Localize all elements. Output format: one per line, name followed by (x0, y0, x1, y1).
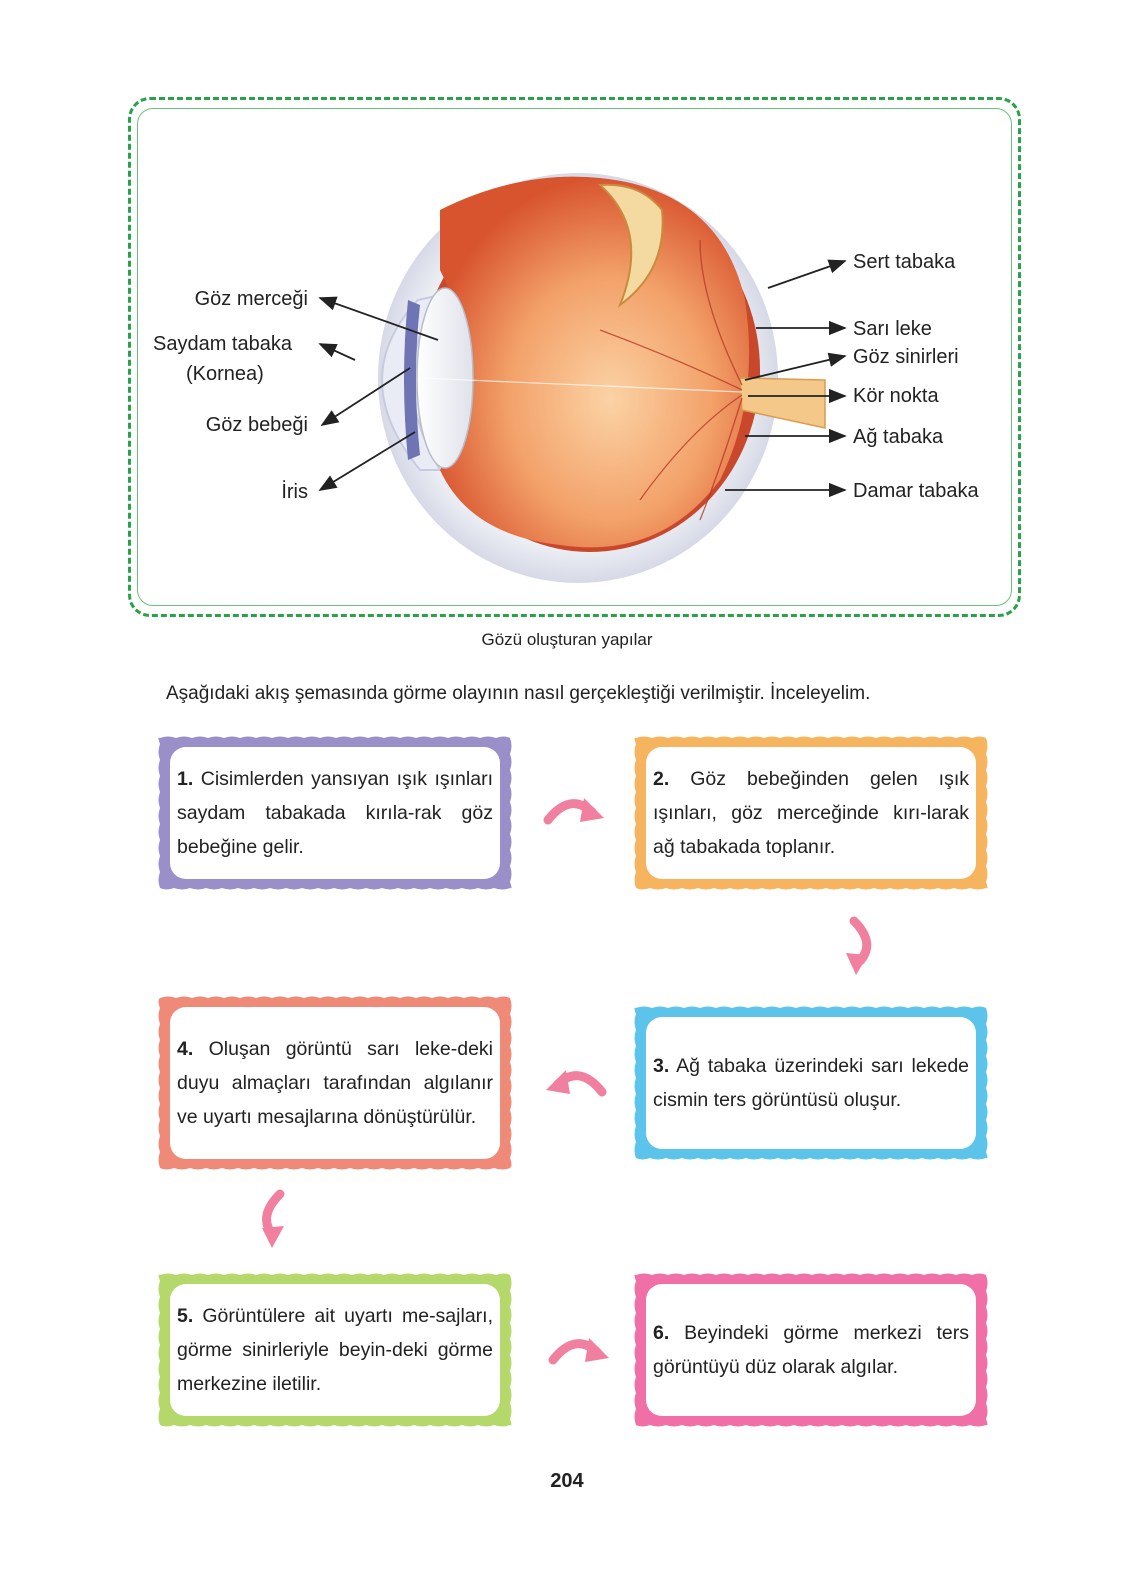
label-cornea-paren: (Kornea) (186, 363, 264, 385)
curved-arrow-down-icon (846, 916, 872, 975)
label-retina: Ağ tabaka (853, 426, 944, 448)
step-number: 4. (177, 1038, 194, 1060)
step-box-1: 1. Cisimlerden yansıyan ışık ışınları sa… (155, 733, 515, 893)
iris-shape (404, 300, 420, 460)
lens-shape (416, 287, 474, 469)
step-number: 3. (653, 1055, 670, 1077)
curved-arrow-left-icon (546, 1070, 607, 1097)
box-inner-panel (170, 1007, 500, 1159)
page-number: 204 (550, 1470, 584, 1492)
label-iris: İris (281, 481, 308, 503)
label-macula: Sarı leke (853, 318, 932, 340)
step-number: 2. (653, 768, 670, 790)
diagram-caption: Gözü oluşturan yapılar (481, 630, 653, 649)
diagram-frame-inner (137, 108, 1012, 606)
box-inner-panel (170, 747, 500, 879)
step-box-6: 6. Beyindeki görme merkezi ters görüntüy… (631, 1270, 991, 1430)
box-inner-panel (646, 1284, 976, 1416)
step-text: Beyindeki görme merkezi ters görüntüyü d… (653, 1322, 970, 1378)
curved-arrow-right-icon (548, 1338, 609, 1365)
step-text: Cisimlerden yansıyan ışık ışınları sayda… (177, 768, 493, 858)
step-box-5: 5. Görüntülere ait uyartı me-sajları, gö… (155, 1270, 515, 1430)
curved-arrow-right-icon (543, 798, 604, 825)
step-number: 1. (177, 768, 194, 790)
eye-cross-section-illustration (318, 173, 847, 583)
curved-arrow-down-left-icon (262, 1189, 285, 1248)
intro-text: Aşağıdaki akış şemasında görme olayının … (166, 683, 871, 704)
step-box-4: 4. Oluşan görüntü sarı leke-deki duyu al… (155, 993, 515, 1170)
step-text: Göz bebeğinden gelen ışık ışınları, göz … (653, 768, 969, 858)
box-inner-panel (646, 1017, 976, 1149)
label-choroid: Damar tabaka (853, 480, 979, 502)
step-box-2: 2. Göz bebeğinden gelen ışık ışınları, g… (631, 733, 991, 893)
step-number: 5. (177, 1305, 194, 1327)
box-inner-panel (170, 1284, 500, 1416)
label-blind-spot: Kör nokta (853, 385, 939, 407)
box-inner-panel (646, 747, 976, 879)
step-text: Oluşan görüntü sarı leke-deki duyu almaç… (177, 1038, 494, 1128)
label-pupil: Göz bebeği (205, 414, 308, 436)
step-text: Ağ tabaka üzerindeki sarı lekede cismin … (653, 1055, 970, 1111)
label-optic-nerves: Göz sinirleri (853, 346, 959, 368)
vitreous-body (440, 176, 750, 548)
label-cornea: Saydam tabaka (153, 333, 292, 355)
label-lens: Göz merceği (194, 288, 308, 310)
step-box-3: 3. Ağ tabaka üzerindeki sarı lekede cism… (631, 1003, 991, 1163)
diagram-frame-outer (128, 97, 1021, 617)
step-number: 6. (653, 1322, 670, 1344)
step-text: Görüntülere ait uyartı me-sajları, görme… (177, 1305, 493, 1395)
label-sclera: Sert tabaka (853, 251, 956, 273)
